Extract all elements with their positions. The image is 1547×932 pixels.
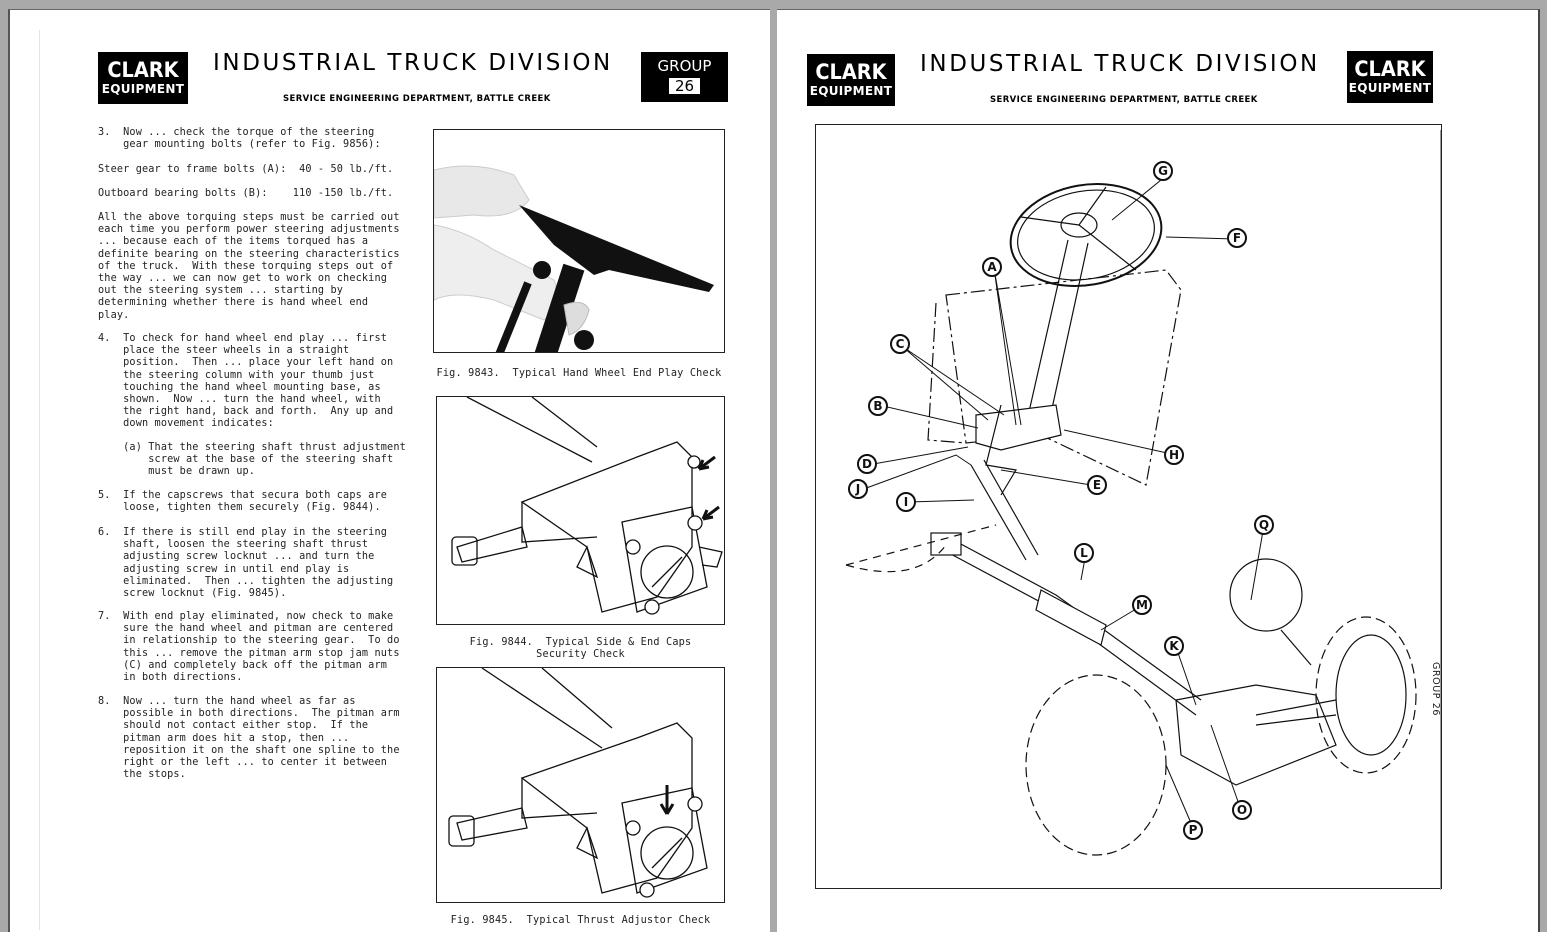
callout-b: B [868, 396, 888, 416]
callout-layer: A B C D E F G H I J K L M O P Q [816, 125, 1443, 890]
left-page: CLARK EQUIPMENT INDUSTRIAL TRUCK DIVISIO… [8, 9, 770, 932]
step-3: 3. Now ... check the torque of the steer… [98, 127, 381, 151]
torque-spec-frame-bolts: Steer gear to frame bolts (A): 40 - 50 l… [98, 164, 394, 175]
figure-9845-drawing [436, 667, 725, 903]
callout-d: D [857, 454, 877, 474]
page-subtitle: SERVICE ENGINEERING DEPARTMENT, BATTLE C… [990, 95, 1258, 105]
page-edge-rule [1440, 130, 1441, 890]
callout-l: L [1074, 543, 1094, 563]
step-6: 6. If there is still end play in the ste… [98, 527, 394, 600]
clark-logo-right: CLARK EQUIPMENT [1347, 51, 1433, 103]
callout-g: G [1153, 161, 1173, 181]
step-5: 5. If the capscrews that secura both cap… [98, 490, 388, 514]
step-4a: (a) That the steering shaft thrust adjus… [123, 442, 406, 478]
page-title: INDUSTRIAL TRUCK DIVISION [213, 50, 613, 76]
logo-equipment-text: EQUIPMENT [101, 82, 185, 96]
group-number: 26 [668, 78, 701, 94]
page-title: INDUSTRIAL TRUCK DIVISION [920, 51, 1320, 77]
group-label: GROUP [657, 57, 712, 75]
step-8: 8. Now ... turn the hand wheel as far as… [98, 696, 400, 781]
instructions-text: 3. Now ... check the torque of the steer… [98, 127, 418, 807]
page-subtitle: SERVICE ENGINEERING DEPARTMENT, BATTLE C… [283, 94, 551, 104]
callout-i: I [896, 492, 916, 512]
logo-equipment-text: EQUIPMENT [1348, 81, 1432, 95]
figure-9844-caption: Fig. 9844. Typical Side & End Caps Secur… [469, 637, 692, 660]
steering-system-diagram: A B C D E F G H I J K L M O P Q [815, 124, 1442, 889]
logo-equipment-text: EQUIPMENT [809, 84, 893, 98]
group-side-tab: GROUP 26 [1430, 662, 1441, 717]
steering-gear-caps-illustration [451, 397, 723, 615]
clark-logo-left: CLARK EQUIPMENT [807, 54, 895, 106]
figure-9845-caption: Fig. 9845. Typical Thrust Adjustor Check [450, 915, 711, 926]
callout-f: F [1227, 228, 1247, 248]
callout-e: E [1087, 475, 1107, 495]
torquing-note: All the above torquing steps must be car… [98, 212, 400, 321]
step-7: 7. With end play eliminated, now check t… [98, 611, 400, 684]
torque-spec-bearing-bolts: Outboard bearing bolts (B): 110 -150 lb.… [98, 188, 394, 199]
callout-o: O [1232, 800, 1252, 820]
callout-a: A [982, 257, 1002, 277]
right-page: CLARK EQUIPMENT INDUSTRIAL TRUCK DIVISIO… [777, 9, 1540, 932]
callout-m: M [1132, 595, 1152, 615]
logo-clark-text: CLARK [1354, 57, 1426, 81]
callout-j: J [848, 479, 868, 499]
callout-k: K [1164, 636, 1184, 656]
callout-h: H [1164, 445, 1184, 465]
figure-9844-drawing [436, 396, 725, 625]
thrust-adjustor-illustration [448, 668, 708, 898]
hand-wheel-photo-illustration [434, 165, 714, 352]
figure-9843-caption: Fig. 9843. Typical Hand Wheel End Play C… [436, 368, 722, 379]
logo-clark-text: CLARK [815, 60, 887, 84]
steering-system-illustration [845, 170, 1417, 856]
page-gutter-line [39, 30, 40, 930]
callout-c: C [890, 334, 910, 354]
callout-q: Q [1254, 515, 1274, 535]
step-4: 4. To check for hand wheel end play ... … [98, 333, 394, 430]
logo-clark-text: CLARK [107, 58, 179, 82]
clark-logo: CLARK EQUIPMENT [98, 52, 188, 104]
figure-9843-photo [433, 129, 725, 353]
callout-p: P [1183, 820, 1203, 840]
group-badge: GROUP 26 [641, 52, 728, 102]
